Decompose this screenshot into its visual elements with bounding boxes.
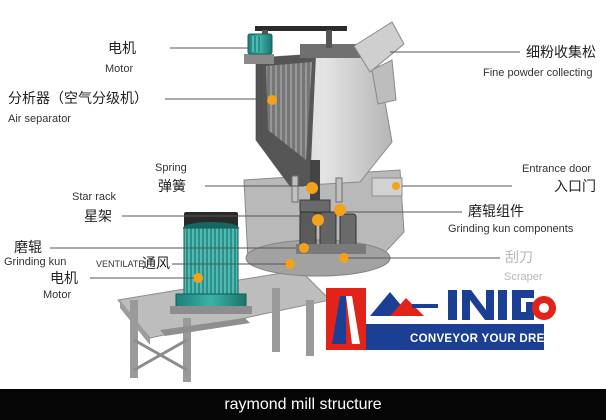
bottom-motor-label-zh: 电机 bbox=[50, 270, 78, 286]
star-rack-label-en: Star rack bbox=[72, 191, 117, 203]
fine-powder-outlet bbox=[353, 21, 405, 73]
entrance-door-marker bbox=[392, 182, 400, 190]
ventilate-label-zh: 通风 bbox=[142, 255, 170, 271]
grinding-internals bbox=[267, 95, 366, 269]
ventilate-label-en: VENTILATE bbox=[96, 259, 145, 269]
leader-lines bbox=[50, 47, 520, 279]
diagram-caption: raymond mill structure bbox=[224, 396, 382, 413]
top-motor-label-zh: 电机 bbox=[108, 40, 136, 56]
spring-label-en: Spring bbox=[155, 162, 187, 174]
entrance-door-label-zh: 入口门 bbox=[554, 178, 596, 194]
air-separator-label-zh: 分析器（空气分级机） bbox=[8, 90, 148, 106]
star-rack-label-zh: 星架 bbox=[84, 208, 112, 224]
entrance-door-label-en: Entrance door bbox=[522, 163, 592, 175]
scraper-label-en: Scraper bbox=[504, 271, 543, 283]
fine-powder-label-en: Fine powder collecting bbox=[483, 67, 593, 79]
top-motor-label-en: Motor bbox=[105, 63, 134, 75]
mining-logo bbox=[326, 288, 556, 350]
spring-label-zh: 弹簧 bbox=[158, 178, 186, 194]
grinding-components-label-en: Grinding kun components bbox=[448, 223, 574, 235]
separator-hood bbox=[244, 44, 393, 187]
bottom-motor bbox=[170, 212, 252, 314]
logo-tagline: CONVEYOR YOUR DREAM bbox=[410, 333, 564, 345]
bottom-motor-label-en: Motor bbox=[43, 289, 72, 301]
top-motor bbox=[247, 26, 347, 55]
scraper-label-zh: 刮刀 bbox=[505, 249, 533, 265]
grinding-kun-label-zh: 磨辊 bbox=[14, 239, 42, 255]
air-separator-label-en: Air separator bbox=[8, 113, 71, 125]
grinding-components-label-zh: 磨辊组件 bbox=[468, 203, 524, 219]
grinding-kun-label-en: Grinding kun bbox=[4, 256, 67, 268]
fine-powder-label-zh: 细粉收集松 bbox=[526, 44, 596, 60]
caption-bar bbox=[0, 389, 606, 420]
